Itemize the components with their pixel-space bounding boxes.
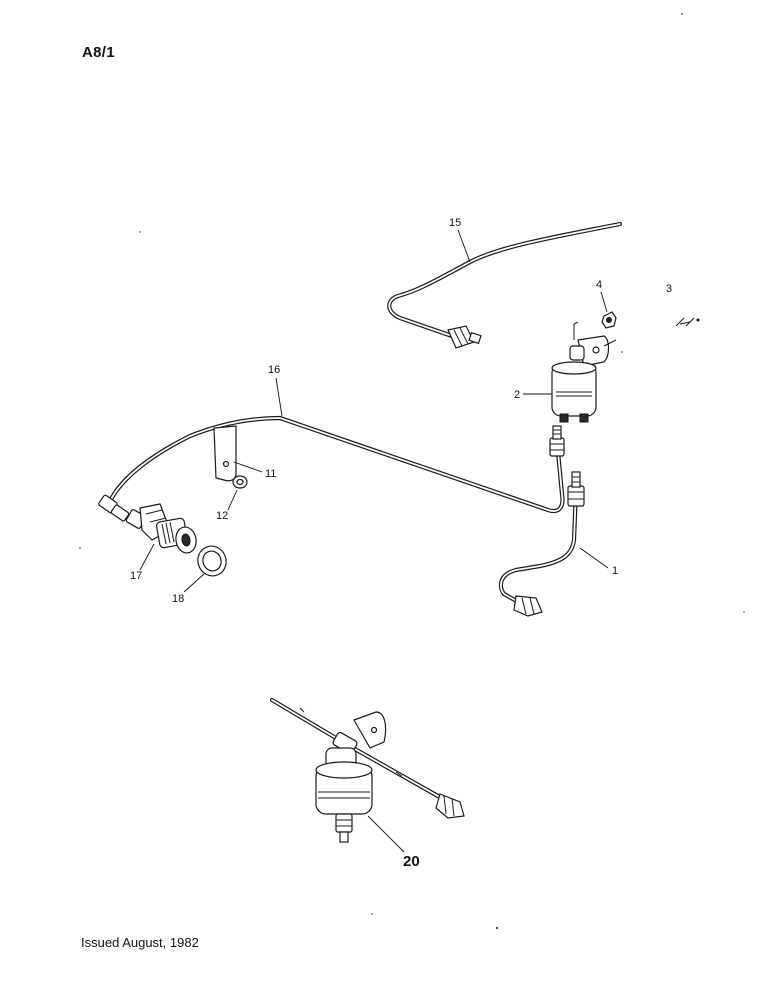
callout-17-text: 17: [130, 570, 142, 582]
washer-12: [232, 475, 248, 489]
pipe-1: [498, 471, 585, 617]
sealing-ring-18: [197, 545, 227, 577]
bracket-outline: [573, 321, 617, 347]
switch-assembly-20: [269, 697, 465, 843]
callout-11: 11: [233, 461, 276, 480]
callout-15: 15: [449, 217, 471, 263]
callout-20: 20: [367, 815, 420, 870]
pipe-16: [98, 415, 565, 522]
callout-3-text: 3: [666, 283, 672, 295]
callout-18: 18: [172, 573, 205, 605]
callout-1-text: 1: [612, 565, 618, 577]
scan-specks: [79, 13, 745, 930]
pipe-16-elbow-nut: [98, 494, 130, 522]
part-3-fragment: [675, 317, 700, 327]
issue-date: Issued August, 1982: [81, 935, 199, 950]
page-code: A8/1: [82, 44, 115, 61]
callout-18-text: 18: [172, 593, 184, 605]
nut-4: [601, 311, 617, 329]
callout-2-text: 2: [514, 389, 520, 401]
pressure-switch-2: [551, 335, 610, 423]
callout-17: 17: [130, 543, 155, 582]
callout-1: 1: [579, 547, 618, 577]
callout-16: 16: [268, 364, 283, 417]
callout-4: 4: [596, 279, 608, 313]
pipe-16-end-nut: [549, 425, 565, 457]
sensor-17: [125, 503, 197, 554]
callout-11-text: 11: [265, 468, 276, 480]
pipe-1-top-nut: [567, 471, 585, 507]
callout-20-text: 20: [403, 853, 420, 870]
pipe-1-bottom-nut: [513, 595, 543, 617]
pipe-clip-11: [213, 425, 237, 482]
callout-12-text: 12: [216, 510, 228, 522]
callout-2: 2: [514, 389, 552, 401]
callout-4-text: 4: [596, 279, 602, 291]
callout-16-text: 16: [268, 364, 280, 376]
callout-12: 12: [216, 489, 238, 522]
callout-3: 3: [666, 283, 672, 295]
pipe-15: [387, 221, 623, 349]
callout-15-text: 15: [449, 217, 461, 229]
pipe-15-union-nut: [447, 325, 482, 349]
